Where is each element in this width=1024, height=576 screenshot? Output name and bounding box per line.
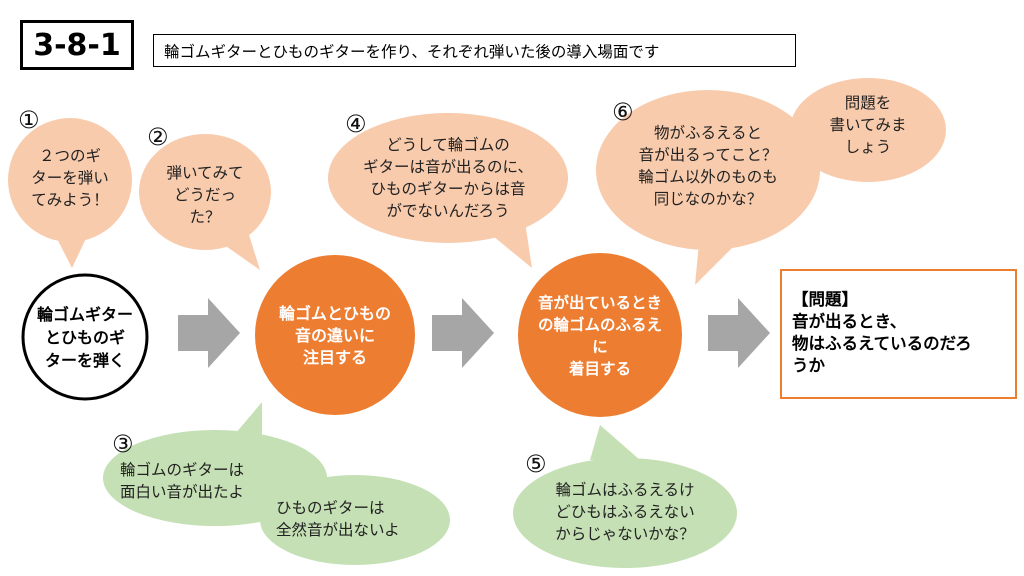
flow-step-1-text: 輪ゴムギター とひものギ ターを弾く (36, 305, 133, 370)
bubble-1-text: ２つのギ ターを弾い てみよう！ (31, 147, 109, 209)
bubble-2-text: 弾いてみて どうだっ た？ (166, 164, 244, 226)
step-number-4: ④ (345, 110, 367, 138)
step-number-3: ③ (112, 430, 134, 458)
speech-bubble-4 (328, 113, 568, 268)
flow-step-1-circle (21, 273, 149, 401)
problem-line-3: うか (792, 356, 825, 375)
teacher-bubble (790, 78, 946, 182)
bubble-6-text: 物がふるえると 音が出るってこと？ 輪ゴム以外のものも 同じなのかな？ (638, 124, 778, 208)
flow-step-2-circle (255, 255, 415, 415)
flow-arrow-1 (178, 298, 240, 368)
step-number-5: ⑤ (525, 450, 547, 478)
step-number-2: ② (147, 123, 169, 151)
speech-bubble-2 (139, 134, 271, 270)
step-number-1: ① (18, 106, 40, 134)
speech-bubble-3 (103, 402, 450, 565)
speech-bubble-1 (8, 118, 132, 268)
step-number-6: ⑥ (612, 98, 634, 126)
flow-arrow-2 (432, 298, 494, 368)
problem-line-2: 物はふるえているのだろ (792, 334, 972, 353)
scene-description: 輪ゴムギターとひものギターを作り、それぞれ弾いた後の導入場面です (153, 34, 796, 67)
problem-label: 【問題】 (792, 290, 858, 309)
bubble-4-text: どうして輪ゴムの ギターは音が出るのに、 ひものギターからは音 がでないんだろう (362, 136, 534, 220)
problem-box: 【問題】 音が出るとき、 物はふるえているのだろ うか (780, 269, 1017, 399)
speech-bubble-5 (513, 425, 737, 568)
teacher-text: 問題を 書いてみま しょう (829, 94, 907, 156)
bubble-5-text: 輪ゴムはふるえるけ どひもはふるえない からじゃないかな？ (555, 481, 695, 543)
section-tag: 3-8-1 (20, 20, 134, 70)
flow-arrow-3 (708, 298, 770, 368)
speech-bubble-6 (596, 90, 820, 285)
problem-line-1: 音が出るとき、 (792, 312, 907, 331)
flow-step-2-text: 輪ゴムとひもの 音の違いに 注目する (278, 304, 391, 367)
flow-step-3-text: 音が出ているとき の輪ゴムのふるえ に 着目する (537, 294, 662, 378)
bubble-3-text-a: 輪ゴムのギターは 面白い音が出たよ (120, 461, 245, 501)
bubble-3-text-b: ひものギターは 全然音が出ないよ (276, 499, 400, 539)
flow-step-3-circle (518, 253, 682, 417)
